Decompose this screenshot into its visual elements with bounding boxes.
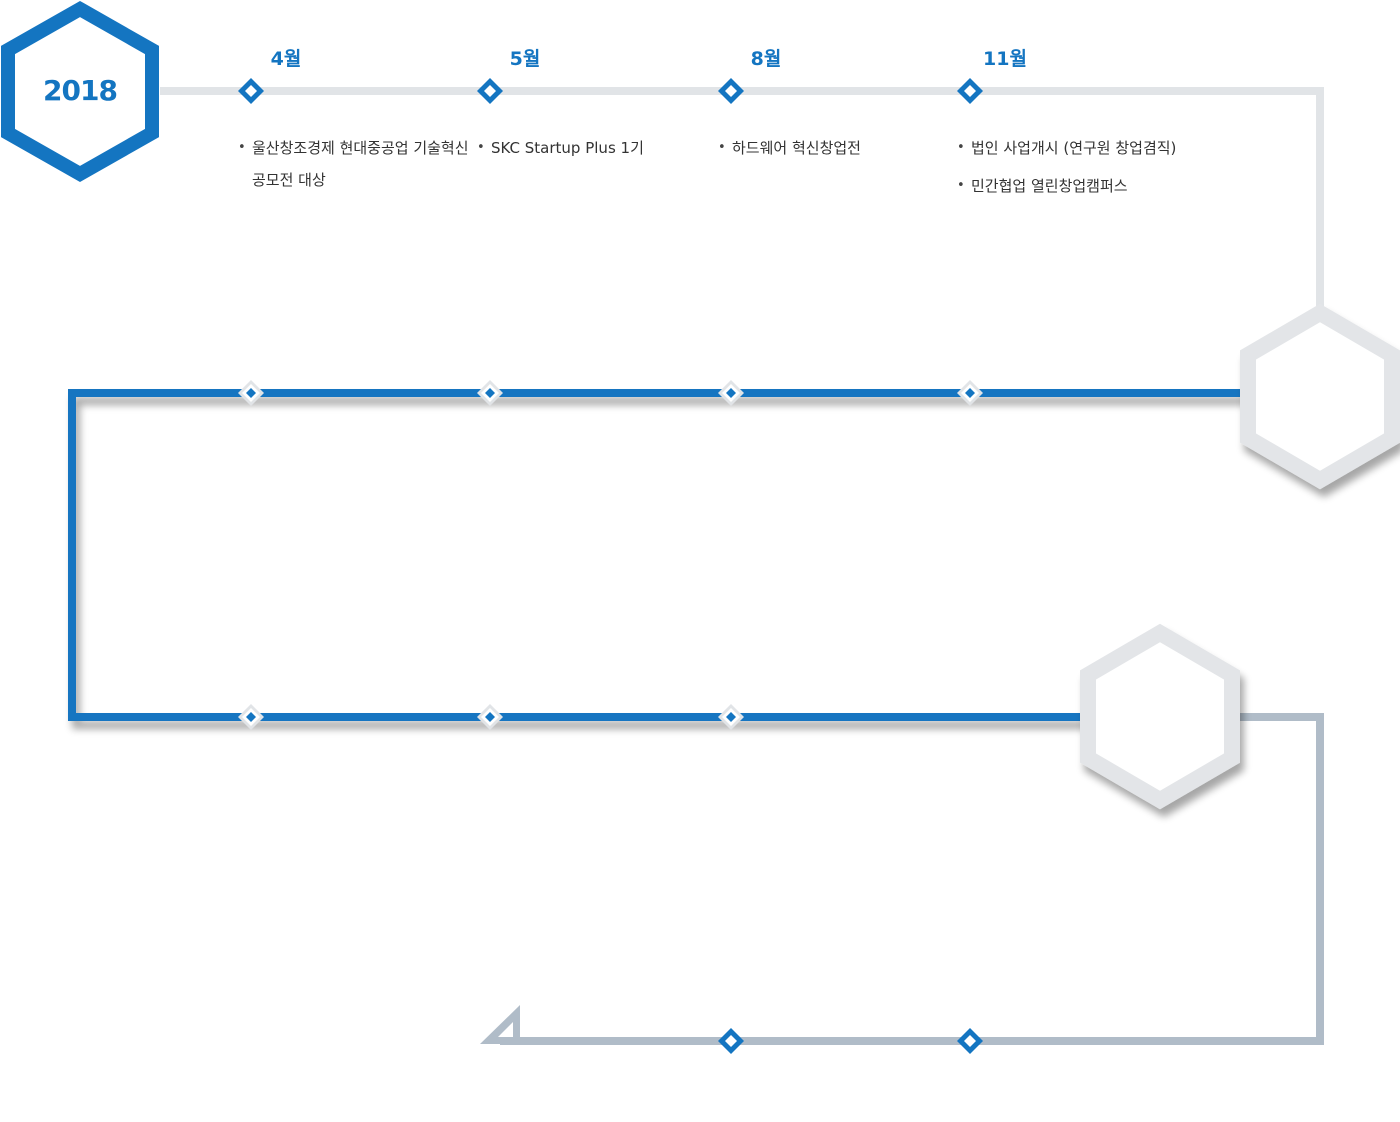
month-label: 4월 (270, 48, 302, 70)
track-end-arrow (480, 1005, 520, 1044)
event-item: 울산창조경제 현대중공업 기술혁신공모전 대상 (238, 132, 482, 196)
event-list: 울산창조경제 현대중공업 기술혁신공모전 대상 (238, 132, 482, 196)
track-rows-2-3 (68, 389, 1245, 721)
track-marker (718, 380, 744, 406)
event-text: 하드웨어 혁신창업전 (732, 139, 861, 157)
event-text: 민간협업 열린창업캠퍼스 (971, 177, 1128, 195)
track-row-4 (500, 713, 1324, 1045)
event-text: SKC Startup Plus 1기 (491, 139, 644, 157)
gray-hexagon-lower (1080, 623, 1240, 810)
year-hexagon (1, 0, 159, 183)
event-text: 법인 사업개시 (연구원 창업겸직) (971, 139, 1177, 157)
gray-hexagon-upper (1240, 303, 1400, 490)
track-row-1 (160, 87, 1324, 310)
event-list: 하드웨어 혁신창업전 (718, 132, 962, 164)
month-label: 11월 (983, 48, 1027, 70)
track-marker (718, 1028, 744, 1054)
month-marker (718, 78, 744, 104)
track-marker (957, 380, 983, 406)
event-text: 울산창조경제 현대중공업 기술혁신공모전 대상 (252, 139, 469, 189)
event-list: 법인 사업개시 (연구원 창업겸직) 민간협업 열린창업캠퍼스 (957, 132, 1201, 208)
track-marker (718, 704, 744, 730)
event-item: 민간협업 열린창업캠퍼스 (957, 170, 1201, 202)
month-label: 8월 (750, 48, 782, 70)
event-list: SKC Startup Plus 1기 (477, 132, 721, 164)
track-marker (238, 704, 264, 730)
event-item: SKC Startup Plus 1기 (477, 132, 721, 164)
track-marker (957, 1028, 983, 1054)
event-item: 법인 사업개시 (연구원 창업겸직) (957, 132, 1201, 164)
track-marker (238, 380, 264, 406)
month-marker (477, 78, 503, 104)
track-marker (477, 380, 503, 406)
year-label: 2018 (43, 74, 118, 107)
event-item: 하드웨어 혁신창업전 (718, 132, 962, 164)
month-marker (238, 78, 264, 104)
track-marker (477, 704, 503, 730)
month-marker (957, 78, 983, 104)
month-label: 5월 (509, 48, 541, 70)
